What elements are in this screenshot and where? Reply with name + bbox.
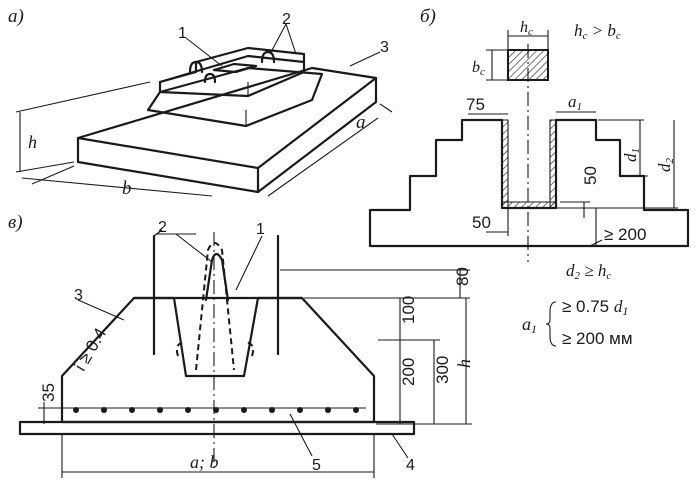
dim-75-label: 75 — [466, 95, 485, 114]
column-in-socket — [507, 120, 551, 203]
dim-h-ext-bottom — [15, 161, 75, 173]
a1-line-1: ≥ 0.75 d1 — [562, 297, 628, 318]
lifting-loop-front — [203, 72, 217, 84]
a1-brace — [545, 301, 557, 347]
condition-d2-ge-hc: d2 ≥ hc — [566, 261, 611, 282]
dim-100-label: 100 — [399, 296, 418, 324]
callout-v-2: 2 — [158, 219, 167, 236]
dim-b-line — [21, 177, 213, 197]
leader-2 — [175, 233, 213, 263]
leader-1 — [235, 235, 263, 291]
hidden-anchor-right — [245, 341, 255, 357]
callout-v-4: 4 — [406, 457, 415, 474]
dim-ab-label: a; b — [190, 452, 219, 472]
dim-b-ext — [31, 165, 75, 185]
a1-line-2: ≥ 200 мм — [562, 329, 633, 348]
lifting-loop-right — [260, 50, 276, 64]
socket-bottom — [501, 201, 557, 209]
hidden-lifting-loop — [195, 242, 235, 371]
column-socket — [212, 62, 258, 74]
concrete-preparation-layer — [18, 420, 416, 436]
dim-b-label: b — [122, 178, 132, 199]
panel-v-label: в) — [8, 212, 23, 233]
dim-h-ext-top — [15, 81, 151, 113]
callout-3: 3 — [380, 39, 389, 56]
column-left-tip — [153, 229, 163, 237]
lifting-loop-left — [188, 60, 204, 74]
dim-bc-label: bc — [472, 59, 485, 78]
callout-v-1: 1 — [256, 221, 265, 238]
dim-h-label: h — [454, 359, 474, 368]
socket-wall-right — [549, 119, 557, 209]
undercolumn-top — [158, 46, 306, 84]
leader-2b — [285, 23, 297, 55]
a1-symbol: a1 — [522, 314, 537, 336]
dim-a1-label: a1 — [568, 92, 582, 113]
dim-d1-label: d1 — [621, 148, 642, 162]
dim-a-ext — [379, 103, 393, 113]
dim-d2-label: d2 — [655, 158, 676, 173]
condition-hc-gt-bc: hc > bc — [574, 21, 621, 42]
callout-v-5: 5 — [312, 457, 321, 474]
leader-3 — [77, 299, 125, 321]
leader-2a — [269, 23, 287, 55]
leader-5 — [289, 413, 313, 457]
panel-a-isometric-view: а) 1 2 3 h a — [8, 6, 393, 199]
dim-ge200-label: ≥ 200 — [604, 225, 646, 244]
dim-hc-label: hc — [520, 19, 533, 38]
panel-b-socket-section: б) hc bc hc > bc 75 a1 — [368, 6, 690, 282]
leader-4 — [391, 433, 409, 459]
dim-a-line — [267, 117, 379, 197]
a1-rule: a1 ≥ 0.75 d1 ≥ 200 мм — [522, 297, 633, 348]
lifting-loop — [204, 252, 230, 302]
rebar-dots — [73, 407, 359, 413]
callout-1: 1 — [178, 25, 187, 42]
leader-3 — [349, 51, 381, 67]
dim-300-label: 300 — [433, 356, 452, 384]
slope-label: i ≥ 0.4 — [71, 325, 111, 374]
dim-50-horizontal-label: 50 — [472, 213, 491, 232]
panel-v-cross-section: в) — [8, 212, 474, 478]
leader-1 — [185, 37, 223, 67]
dim-35-label: 35 — [39, 383, 58, 402]
hidden-anchor-left — [175, 341, 185, 357]
callout-2: 2 — [282, 11, 291, 28]
foundation-body-outline — [60, 296, 376, 424]
dim-50-vertical-label: 50 — [581, 166, 600, 185]
dim-a-label: a — [356, 112, 366, 133]
dim-200-label: 200 — [399, 358, 418, 386]
dim-200-tick — [589, 239, 603, 247]
socket-wall-left — [501, 119, 509, 209]
dim-80-label: 80 — [453, 267, 472, 286]
dim-h-label: h — [28, 132, 37, 152]
panel-b-label: б) — [420, 6, 436, 27]
callout-v-3: 3 — [74, 287, 83, 304]
panel-a-label: а) — [8, 6, 24, 27]
bottom-slab-top — [76, 66, 378, 170]
